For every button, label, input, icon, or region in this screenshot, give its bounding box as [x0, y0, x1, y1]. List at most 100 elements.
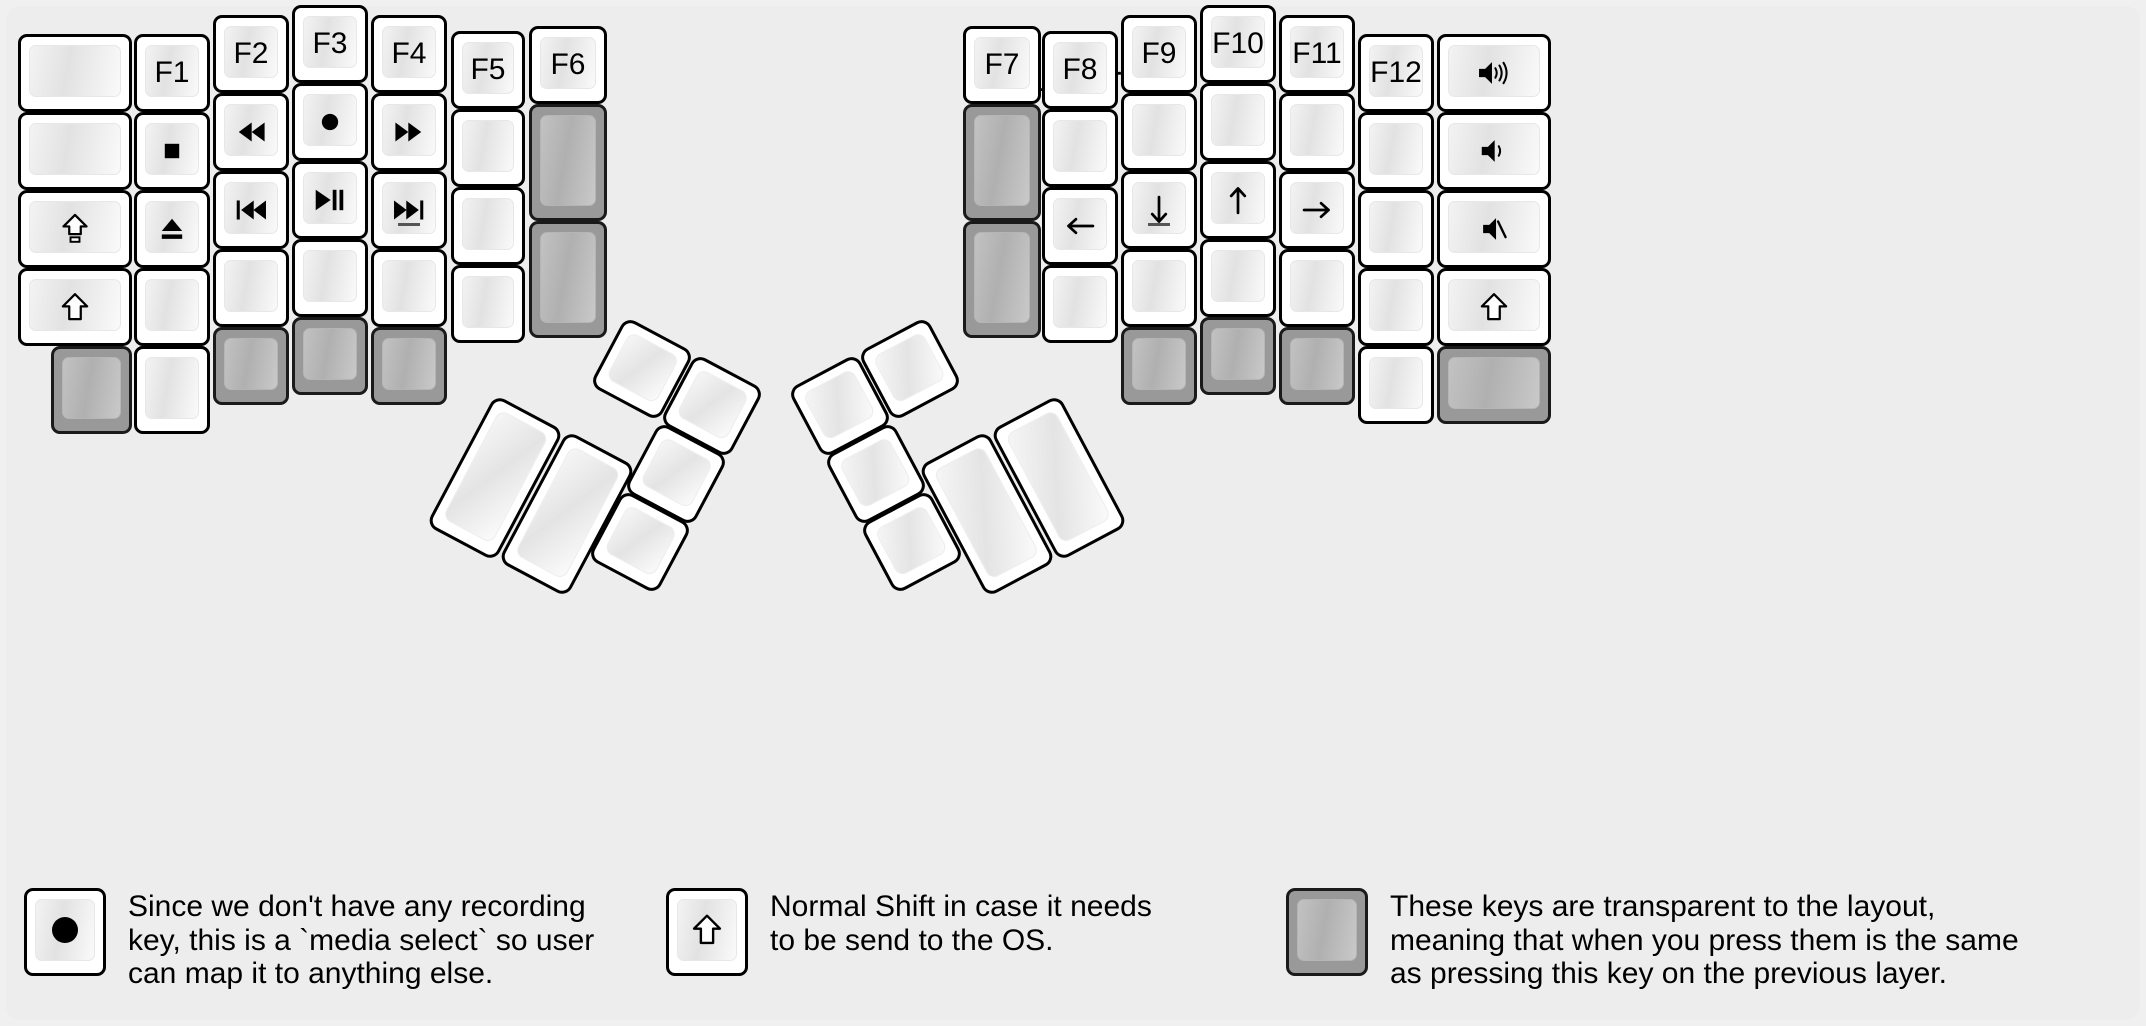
key-right-pinky-outer-1[interactable] [1437, 112, 1551, 190]
keycap-surface [462, 276, 514, 328]
key-left-pinky-outer-2[interactable] [18, 190, 132, 268]
keycap-surface [145, 123, 199, 175]
key-left-middle-0[interactable]: F3 [292, 5, 368, 83]
key-left-ring-3[interactable] [213, 249, 289, 327]
media-rewind-icon [238, 122, 265, 142]
key-right-pinky-outer-4[interactable] [1437, 346, 1551, 424]
shift-icon [692, 914, 722, 945]
key-right-middle-1[interactable] [1200, 83, 1276, 161]
key-left-inner-extra-1[interactable] [529, 104, 607, 221]
key-left-pinky-2[interactable] [134, 190, 210, 268]
key-right-index-4[interactable] [1121, 327, 1197, 405]
key-left-pinky-3[interactable] [134, 268, 210, 346]
key-left-pinky-outer-0[interactable] [18, 34, 132, 112]
keycap-surface [1132, 26, 1186, 78]
key-label: F5 [470, 53, 506, 86]
key-right-middle-3[interactable] [1200, 239, 1276, 317]
key-glyph [1476, 134, 1512, 168]
keycap-surface [1369, 123, 1423, 175]
key-right-inner-1[interactable] [1042, 109, 1118, 187]
key-left-index-4[interactable] [371, 327, 447, 405]
key-right-inner-0[interactable]: F8 [1042, 31, 1118, 109]
key-right-ring-3[interactable] [1279, 249, 1355, 327]
keycap-surface [1369, 357, 1423, 409]
keycap-surface [1132, 104, 1186, 156]
keycap-surface [29, 201, 121, 253]
keycap-surface [1369, 45, 1423, 97]
key-right-pinky-3[interactable] [1358, 268, 1434, 346]
keycap-surface [303, 94, 357, 146]
key-left-index-0[interactable]: F4 [371, 15, 447, 93]
volume-down-icon [1481, 140, 1502, 162]
key-left-middle-1[interactable] [292, 83, 368, 161]
key-left-bottom-blank[interactable] [134, 346, 210, 434]
keycap-surface [303, 250, 357, 302]
media-previous-icon [236, 200, 266, 220]
keycap-surface [974, 232, 1030, 323]
key-right-index-2[interactable] [1121, 171, 1197, 249]
key-right-pinky-4[interactable] [1358, 346, 1434, 424]
key-left-inner-extra-0[interactable]: F6 [529, 26, 607, 104]
key-right-inner-extra-1[interactable] [963, 104, 1041, 221]
key-right-pinky-outer-3[interactable] [1437, 268, 1551, 346]
key-glyph [309, 183, 351, 217]
key-label: F10 [1212, 27, 1264, 60]
key-left-pinky-0[interactable]: F1 [134, 34, 210, 112]
key-left-ring-1[interactable] [213, 93, 289, 171]
key-left-inner-extra-2[interactable] [529, 221, 607, 338]
key-right-ring-4[interactable] [1279, 327, 1355, 405]
key-right-ring-0[interactable]: F11 [1279, 15, 1355, 93]
key-left-middle-2[interactable] [292, 161, 368, 239]
key-left-inner-1[interactable] [451, 109, 525, 187]
key-left-index-2[interactable] [371, 171, 447, 249]
key-left-inner-0[interactable]: F5 [451, 31, 525, 109]
key-right-index-1[interactable] [1121, 93, 1197, 171]
key-right-inner-extra-0[interactable]: F7 [963, 26, 1041, 104]
key-left-middle-4[interactable] [292, 317, 368, 395]
key-right-pinky-1[interactable] [1358, 112, 1434, 190]
keycap-surface [224, 182, 278, 234]
key-right-ring-2[interactable] [1279, 171, 1355, 249]
key-left-bottom-transparent[interactable] [51, 346, 132, 434]
keycap-surface [29, 45, 121, 97]
key-right-pinky-outer-2[interactable] [1437, 190, 1551, 268]
key-glyph [1062, 209, 1098, 243]
key-left-index-1[interactable] [371, 93, 447, 171]
key-right-index-0[interactable]: F9 [1121, 15, 1197, 93]
key-right-index-3[interactable] [1121, 249, 1197, 327]
key-left-middle-3[interactable] [292, 239, 368, 317]
media-play-pause-icon [315, 189, 344, 211]
key-left-pinky-outer-3[interactable] [18, 268, 132, 346]
key-right-inner-3[interactable] [1042, 265, 1118, 343]
key-right-ring-1[interactable] [1279, 93, 1355, 171]
key-left-pinky-1[interactable] [134, 112, 210, 190]
keycap-surface [1448, 201, 1540, 253]
keycap-surface [1053, 120, 1107, 172]
keycap-surface [1290, 182, 1344, 234]
keycap-surface [603, 504, 678, 578]
keycap-surface [145, 279, 199, 331]
shift-icon [61, 293, 89, 321]
key-right-pinky-2[interactable] [1358, 190, 1434, 268]
key-right-inner-extra-2[interactable] [963, 221, 1041, 338]
key-right-middle-4[interactable] [1200, 317, 1276, 395]
key-left-ring-2[interactable] [213, 171, 289, 249]
key-left-inner-3[interactable] [451, 265, 525, 343]
key-label: F2 [233, 37, 269, 70]
key-left-index-3[interactable] [371, 249, 447, 327]
key-right-middle-0[interactable]: F10 [1200, 5, 1276, 83]
keycap-surface [540, 115, 596, 206]
homing-bar [1148, 223, 1170, 226]
key-right-middle-2[interactable] [1200, 161, 1276, 239]
key-right-inner-2[interactable] [1042, 187, 1118, 265]
volume-up-icon [1479, 61, 1508, 85]
key-label: F3 [312, 27, 348, 60]
key-right-pinky-outer-0[interactable] [1437, 34, 1551, 112]
key-left-pinky-outer-1[interactable] [18, 112, 132, 190]
key-right-pinky-0[interactable]: F12 [1358, 34, 1434, 112]
key-left-ring-4[interactable] [213, 327, 289, 405]
key-left-ring-0[interactable]: F2 [213, 15, 289, 93]
key-left-inner-2[interactable] [451, 187, 525, 265]
keycap-surface [1369, 279, 1423, 331]
